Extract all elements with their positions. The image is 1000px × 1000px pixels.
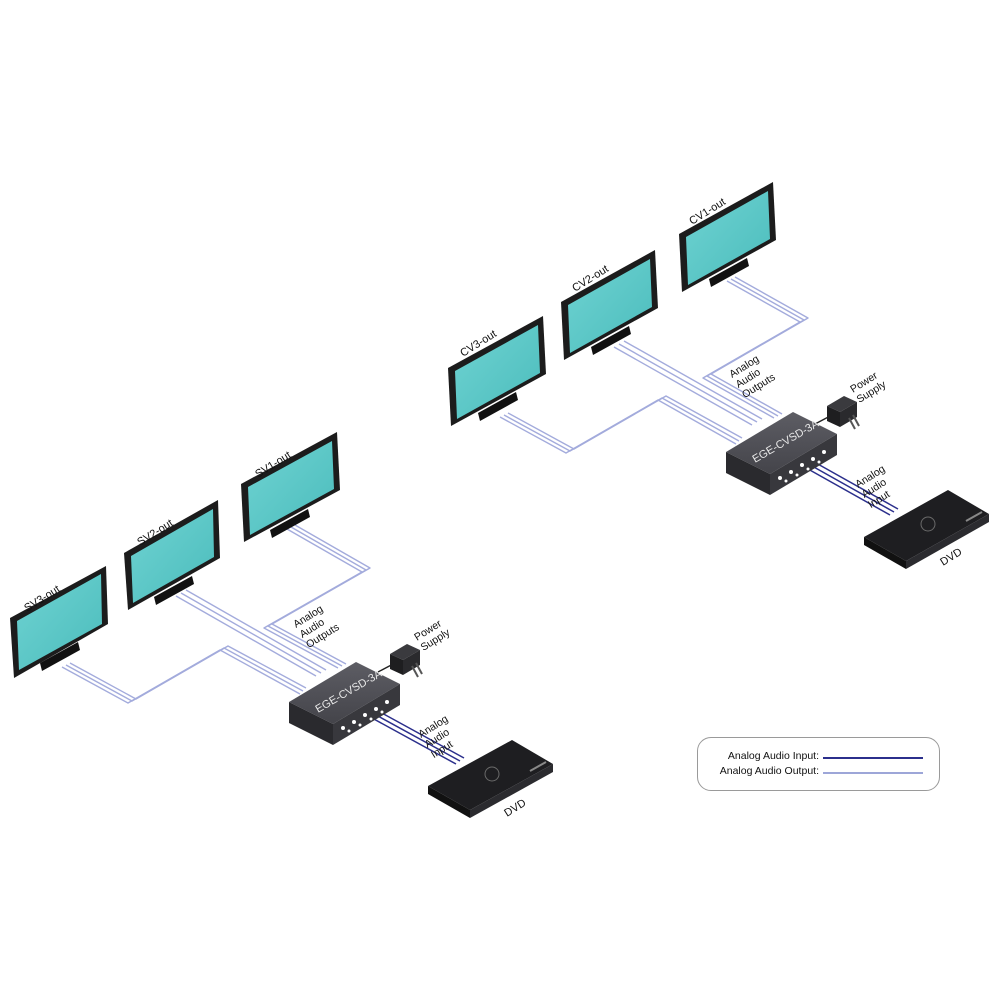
legend-input-line [823,757,923,759]
dvd-player-left [428,740,553,818]
power-label-left: Power Supply [412,617,453,653]
monitor-cv3 [448,316,546,426]
audio-input-cable-left [371,711,465,765]
audio-output-cables-left [61,524,371,704]
dvd-player-right [864,490,989,569]
setup-left: EGE-CVSD-3A SV1-out SV2-out SV3-out Anal… [10,432,553,820]
monitor-sv2 [124,500,220,610]
monitor-sv3 [10,566,108,678]
power-supply-right [827,396,860,430]
dvd-label-left: DVD [502,797,528,820]
power-label-right: Power Supply [848,369,889,405]
switcher-left: EGE-CVSD-3A [289,662,400,745]
legend: Analog Audio Input: Analog Audio Output: [697,737,940,791]
audio-output-cables-right [499,276,809,454]
audio-outputs-label-right: Analog Audio Outputs [727,353,777,401]
legend-output-label: Analog Audio Output: [719,765,819,777]
audio-input-label-right: Analog Audio Input [853,463,892,511]
monitor-cv1 [679,182,776,292]
dvd-label-right: DVD [938,546,964,569]
switcher-right: EGE-CVSD-3A [726,412,837,495]
legend-input-label: Analog Audio Input: [727,750,819,762]
power-supply-left [390,644,423,678]
audio-input-cable-right [807,462,899,516]
monitor-sv1 [241,432,340,542]
monitor-cv2 [561,250,658,360]
legend-output-line [823,772,923,774]
setup-right: EGE-CVSD-3A CV1-out CV2-out CV3-out Anal… [448,182,989,569]
